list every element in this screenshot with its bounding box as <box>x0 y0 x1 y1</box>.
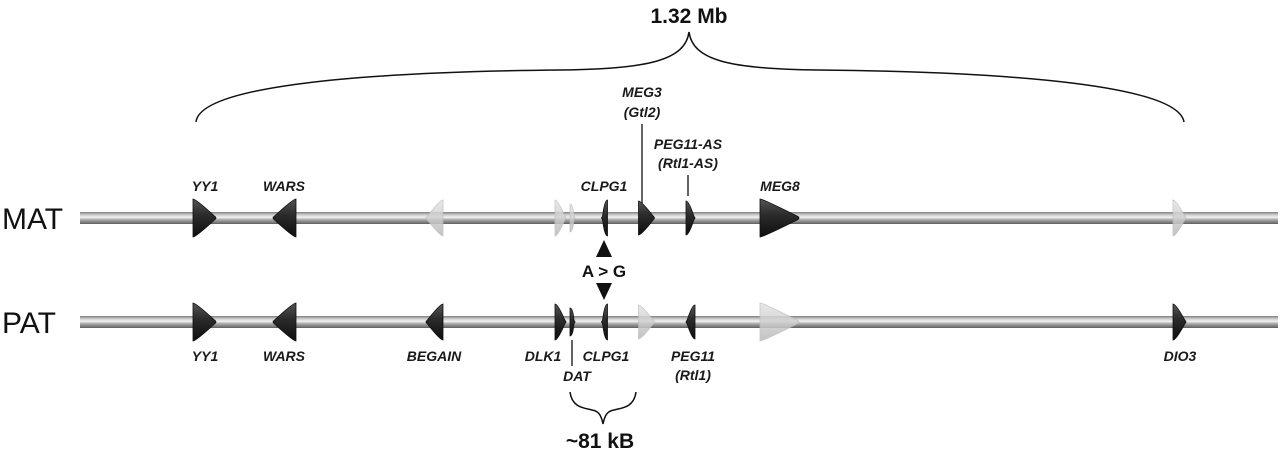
pat-peg11-marker <box>685 304 696 340</box>
mat-label-rtl1-as: (Rtl1-AS) <box>658 155 718 171</box>
pat-chromosome-bar <box>80 316 1278 328</box>
mat-yy1-marker <box>192 198 217 238</box>
pat-label-wars: WARS <box>263 348 306 364</box>
mat-dat-marker <box>569 203 576 233</box>
mat-dlk1-marker <box>554 199 567 237</box>
snp-down-arrow <box>596 283 612 300</box>
pat-yy1-marker <box>192 302 217 342</box>
pat-label-yy1: YY1 <box>192 348 219 364</box>
mat-chromosome-bar <box>80 212 1278 224</box>
mat-label-peg11-as: PEG11-AS <box>654 136 723 152</box>
top-span-label: 1.32 Mb <box>650 5 727 28</box>
mat-meg3-marker <box>638 200 655 236</box>
mat-label-wars: WARS <box>263 178 306 194</box>
mat-label-yy1: YY1 <box>192 178 219 194</box>
snp-label: A > G <box>582 262 626 281</box>
mat-begain-marker <box>425 199 444 237</box>
mat-wars-marker <box>272 198 297 238</box>
pat-meg8-marker <box>759 302 800 342</box>
pat-label-rtl1: (Rtl1) <box>675 367 711 383</box>
pat-clpg1-marker <box>601 303 608 341</box>
pat-begain-marker <box>425 303 444 341</box>
pat-dlk1-marker <box>554 303 567 341</box>
lower-span-label: ~81 kB <box>566 430 634 453</box>
top-span-brace <box>195 31 1185 123</box>
mat-label-meg8: MEG8 <box>760 178 800 194</box>
pat-dat-marker <box>569 307 576 337</box>
snp-up-arrow <box>596 240 612 257</box>
pat-label-begain: BEGAIN <box>407 348 462 364</box>
mat-allele-label: MAT <box>2 203 63 236</box>
pat-label-dlk1: DLK1 <box>525 348 562 364</box>
pat-wars-marker <box>272 302 297 342</box>
mat-label-gtl2: (Gtl2) <box>624 104 661 120</box>
mat-label-meg3: MEG3 <box>622 84 662 100</box>
pat-dio3-marker <box>1172 303 1187 341</box>
pat-label-clpg1: CLPG1 <box>583 348 630 364</box>
pat-allele-label: PAT <box>2 307 56 340</box>
mat-meg8-marker <box>759 198 800 238</box>
mat-clpg1-marker <box>601 199 608 237</box>
mat-peg11-as-marker <box>685 200 696 236</box>
mat-dio3-marker <box>1172 199 1187 237</box>
pat-gene-markers <box>192 302 1187 342</box>
pat-label-peg11: PEG11 <box>671 348 715 364</box>
pat-meg3-marker <box>638 304 655 340</box>
pat-label-dat: DAT <box>563 368 592 384</box>
lower-span-brace <box>569 391 637 425</box>
mat-label-clpg1: CLPG1 <box>581 178 628 194</box>
pat-label-dio3: DIO3 <box>1164 348 1197 364</box>
mat-gene-markers <box>192 198 1187 238</box>
